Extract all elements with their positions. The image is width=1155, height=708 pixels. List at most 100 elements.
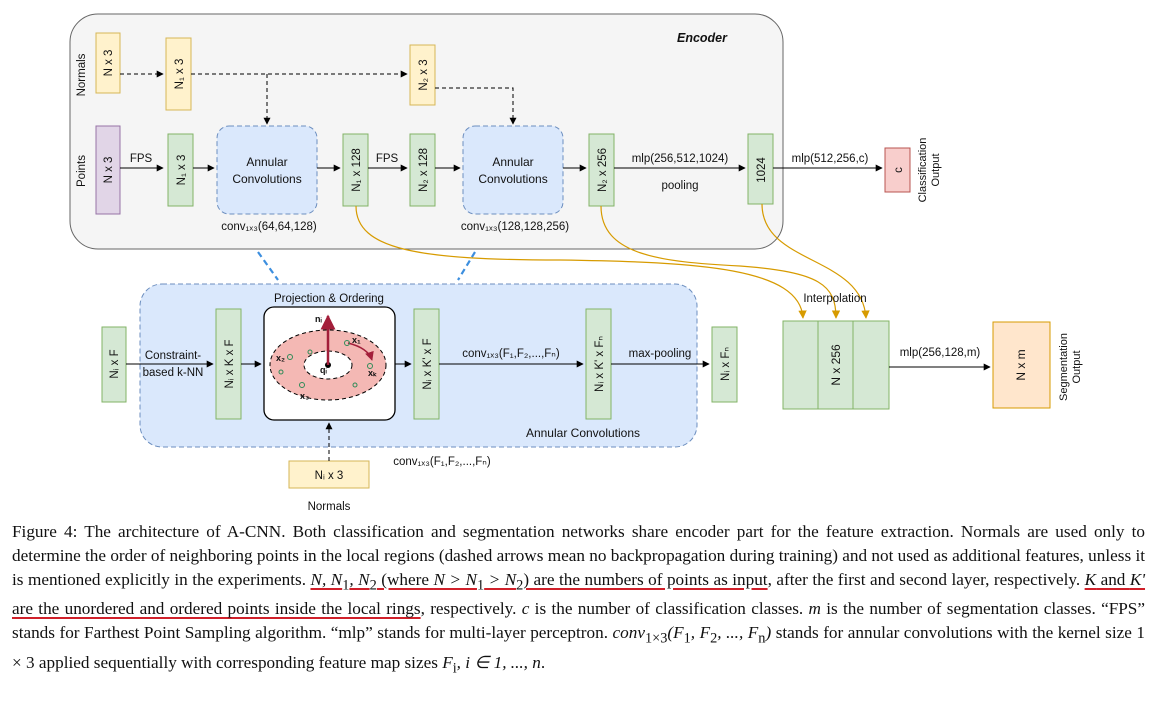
detail-normals-block [288, 460, 370, 489]
x1-label: x₁ [352, 335, 361, 345]
caption-math-12: , ..., F [717, 623, 759, 643]
caption-underlined-1: N, N1, N2 (where N > N1 > N2) are the nu… [310, 570, 767, 593]
feature-block-1024-label: 1024 [756, 157, 768, 183]
conv-label-2: conv₁ₓ₃(128,128,256) [461, 221, 569, 233]
knn-label-line1: Constraint- [145, 350, 201, 362]
caption-sub-4: 2 [516, 577, 524, 594]
x2-label: x₂ [276, 353, 285, 363]
normals-block-n1-label: N₁ x 3 [174, 59, 186, 90]
segmentation-output-line1: Segmentation [1058, 333, 1070, 401]
normals-block-input [95, 32, 121, 94]
classification-output-line1: Classification [917, 138, 929, 203]
normal-label: nᵢ [315, 314, 322, 324]
caption-math-3: N > N [433, 570, 477, 589]
feature-block-n2x128-label: N₂ x 128 [418, 148, 430, 192]
detail-knn-block [215, 308, 242, 420]
mlp-encoder-label: mlp(256,512,1024) [632, 153, 729, 165]
mlp-segmentation-label: mlp(256,128,m) [900, 347, 981, 359]
normals-block-n2 [409, 44, 436, 106]
annular-block-2-line1: Annular [492, 155, 533, 169]
xk-label: xₖ [368, 368, 377, 378]
feature-block-n1x128-label: N₁ x 128 [351, 148, 363, 192]
caption-text-5: and [1096, 570, 1130, 589]
x3-label: x₃ [300, 391, 309, 401]
caption-text-2: (where [376, 570, 434, 589]
annular-block-1-line1: Annular [246, 155, 287, 169]
detail-ordered-block [413, 308, 440, 420]
segmentation-output-block [992, 321, 1051, 409]
detail-conv-block [585, 308, 612, 420]
feature-block-n1x3-label: N₁ x 3 [176, 155, 188, 186]
detail-conv-label: conv₁ₓ₃(F₁,F₂,...,Fₙ) [462, 348, 560, 360]
point-x1-icon [344, 340, 350, 346]
point-c-icon [278, 369, 284, 375]
annular-detail-title: Annular Convolutions [526, 426, 640, 440]
normals-row-label: Normals [76, 53, 88, 96]
caption-sub-6: 1 [683, 630, 691, 647]
annular-block-1 [216, 125, 318, 215]
caption-math-8: m [808, 599, 821, 619]
interpolation-label: Interpolation [803, 293, 866, 305]
normals-arrow-down-2 [435, 87, 517, 125]
feature-block-n2x128 [409, 133, 436, 207]
caption-sub-8: n [758, 630, 766, 647]
normals-block-n1 [165, 37, 192, 111]
detail-conv-block-label: Nᵢ x K' x Fₙ [594, 336, 606, 392]
detail-knn-block-label: Nᵢ x K x F [224, 339, 236, 388]
caption-math-6: K' [1129, 570, 1146, 589]
caption-text-4: , after the first and second layer, resp… [767, 570, 1085, 589]
architecture-diagram: Encoder Normals Points N x 3 N₁ x 3 N₂ x… [69, 13, 1083, 513]
detail-input-block-label: Nᵢ x F [109, 349, 121, 378]
point-b-icon [352, 382, 358, 388]
segmentation-output-line2: Output [1071, 350, 1083, 383]
caption-math-7: c [521, 599, 530, 619]
caption-text-9: is the number of segmentation classes. “… [12, 599, 1145, 643]
caption-math-4: > N [484, 570, 517, 589]
caption-sub-2: 2 [369, 577, 377, 594]
feature-block-n2x256-label: N₂ x 256 [597, 148, 609, 192]
caption-sub-9: i [452, 660, 457, 677]
detail-connector-1 [257, 251, 279, 281]
caption-sub-7: 2 [710, 630, 718, 647]
caption-text-10: stands for annular convolutions with the… [12, 623, 1145, 672]
caption-underlined-2: K and K' are the unordered and ordered p… [12, 570, 1145, 618]
normals-block-n2-label: N₂ x 3 [418, 59, 430, 90]
maxpool-label: max-pooling [629, 348, 692, 360]
point-a-icon [307, 349, 313, 355]
center-label: qᵢ [320, 365, 327, 375]
point-x2-icon [287, 354, 293, 360]
skip-connection-n2x256 [600, 205, 841, 319]
detail-conv-label-bottom: conv₁ₓ₃(F₁,F₂,...,Fₙ) [393, 456, 491, 468]
caption-math-10: (F [667, 623, 684, 643]
segmentation-output-block-label: N x m [1014, 349, 1028, 380]
projection-title: Projection & Ordering [274, 293, 384, 305]
segmentation-feature-block [782, 320, 890, 410]
points-block-input [95, 125, 121, 215]
detail-output-block [711, 326, 738, 403]
fps-label-2: FPS [376, 153, 399, 165]
caption-math-11: , F [690, 623, 711, 643]
classification-output-block-label: c [893, 167, 905, 173]
annular-block-1-line2: Convolutions [232, 172, 301, 186]
caption-text-1: Figure 4: The architecture of A-CNN. Bot… [12, 522, 1145, 589]
caption-text-8: is the number of classification classes. [529, 599, 809, 619]
detail-normals-label: Normals [308, 501, 351, 513]
points-row-label: Points [76, 155, 88, 187]
caption-text-6: are the unordered and ordered points ins… [12, 599, 421, 619]
classification-output-line2: Output [930, 153, 942, 186]
caption-math-5: K [1084, 570, 1097, 589]
classification-output-block [884, 147, 911, 193]
caption-math-2: , N [349, 570, 370, 589]
encoder-title: Encoder [677, 31, 728, 45]
pooling-label: pooling [661, 180, 698, 192]
conv-label-1: conv₁ₓ₃(64,64,128) [221, 221, 317, 233]
caption-sub-3: 1 [476, 577, 485, 594]
annular-block-2-line2: Convolutions [478, 172, 547, 186]
caption-text-11: . [540, 652, 546, 672]
ordering-arrow-icon [347, 342, 374, 361]
skip-connection-1024 [761, 203, 870, 319]
point-x3-icon [299, 382, 305, 388]
segmentation-feature-block-label: N x 256 [829, 344, 843, 386]
points-block-input-label: N x 3 [103, 157, 115, 184]
detail-ordered-block-label: Nᵢ x K' x F [422, 338, 434, 389]
